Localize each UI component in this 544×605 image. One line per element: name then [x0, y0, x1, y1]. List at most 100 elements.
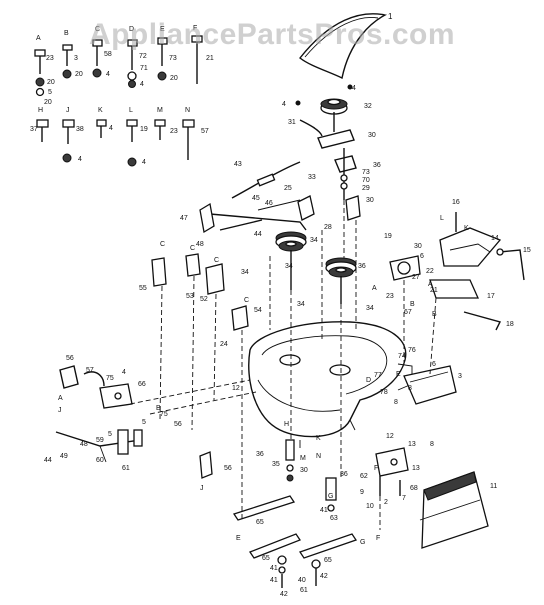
callout-6: 6	[420, 253, 424, 260]
callout-2: 2	[384, 499, 388, 506]
lift-linkage[interactable]	[209, 199, 307, 231]
callout-6-b: 6	[432, 361, 436, 368]
callout-4-d: 4	[78, 156, 82, 163]
letter-j-center: J	[200, 485, 204, 492]
callout-40: 40	[298, 577, 306, 584]
letter-a-left: A	[58, 395, 63, 402]
blade-right[interactable]	[298, 533, 358, 559]
bracket-54[interactable]	[231, 305, 249, 331]
blade-left[interactable]	[232, 495, 296, 521]
letter-a-right: A	[428, 281, 433, 288]
bolt-a[interactable]	[34, 49, 46, 74]
spindle-stack-right[interactable]	[325, 477, 337, 512]
callout-11: 11	[490, 483, 497, 490]
letter-c: C	[95, 26, 100, 33]
callout-21-a: 21	[206, 55, 214, 62]
callout-41-b: 41	[270, 565, 278, 572]
callout-23-b: 23	[170, 128, 178, 135]
letter-j-left: J	[58, 407, 62, 414]
callout-65-a: 65	[256, 519, 264, 526]
nut-20-a[interactable]	[35, 77, 45, 87]
callout-8-c: 8	[430, 441, 434, 448]
bolt-n[interactable]	[182, 119, 195, 160]
callout-53: 53	[186, 293, 194, 300]
discharge-deflector[interactable]	[403, 365, 457, 405]
letter-b-b: B	[432, 311, 437, 318]
front-hanger-right[interactable]	[375, 447, 409, 496]
idler-arm-right[interactable]	[389, 255, 421, 281]
callout-18: 18	[506, 321, 514, 328]
bracket-53[interactable]	[185, 253, 201, 277]
blade-bolt-stack[interactable]	[277, 555, 321, 588]
bracket-26[interactable]	[345, 195, 361, 221]
callout-73-b: 73	[362, 169, 370, 176]
front-shield[interactable]	[419, 471, 489, 549]
drive-belt[interactable]	[299, 13, 388, 80]
callout-4-h: 4	[122, 369, 126, 376]
bolt-l[interactable]	[126, 119, 138, 142]
callout-61-a: 61	[122, 465, 130, 472]
callout-34-c: 34	[297, 301, 305, 308]
hanger-bracket[interactable]	[429, 279, 480, 299]
blade-center[interactable]	[249, 533, 301, 559]
callout-56-a: 56	[66, 355, 74, 362]
nut-4-a[interactable]	[92, 68, 102, 78]
letter-a: A	[36, 35, 41, 42]
bolt-b[interactable]	[62, 44, 73, 66]
bolt-h[interactable]	[36, 119, 49, 142]
callout-4-e: 4	[142, 159, 146, 166]
letter-f-a: F	[376, 535, 380, 542]
idler-pulley-assembly[interactable]	[295, 84, 357, 200]
mower-deck-housing[interactable]	[248, 321, 413, 448]
bolt-k[interactable]	[96, 119, 107, 138]
bolt-f[interactable]	[191, 35, 203, 84]
bolt-e[interactable]	[157, 37, 168, 66]
bracket-47[interactable]	[199, 202, 215, 234]
nut-71[interactable]	[127, 71, 137, 81]
callout-65-b: 65	[262, 555, 270, 562]
nut-4-b[interactable]	[128, 80, 136, 88]
callout-48-b: 48	[80, 441, 88, 448]
callout-3-a: 3	[74, 55, 78, 62]
bracket-25[interactable]	[297, 195, 315, 221]
deck-support-rod[interactable]	[463, 311, 502, 331]
letter-n: N	[185, 107, 190, 114]
bolt-c[interactable]	[92, 39, 103, 66]
callout-78: 78	[380, 389, 388, 396]
deck-lift-cable[interactable]	[231, 161, 301, 199]
callout-57: 57	[201, 128, 209, 135]
bolt-d[interactable]	[127, 39, 138, 70]
spindle-stack-left[interactable]	[285, 439, 295, 482]
bolt-j[interactable]	[62, 119, 75, 144]
letter-n-a: N	[316, 453, 321, 460]
callout-31: 31	[288, 119, 296, 126]
anti-scalp-bracket[interactable]	[439, 212, 502, 267]
callout-55: 55	[139, 285, 147, 292]
bracket-55[interactable]	[151, 257, 167, 287]
callout-8-a: 8	[408, 385, 412, 392]
nut-20-c[interactable]	[157, 71, 167, 81]
nut-20-b[interactable]	[62, 69, 72, 79]
letter-b-c: B	[156, 405, 161, 412]
callout-73-a: 73	[169, 55, 177, 62]
callout-62: 62	[360, 473, 368, 480]
callout-46: 46	[265, 200, 273, 207]
spindle-pulley-right[interactable]	[325, 257, 357, 304]
callout-56-b: 56	[174, 421, 182, 428]
spindle-pulley-left[interactable]	[275, 231, 307, 290]
callout-49: 49	[60, 453, 68, 460]
rear-bracket-56[interactable]	[59, 365, 105, 389]
front-rod-assembly[interactable]	[55, 429, 143, 463]
callout-42-b: 42	[320, 573, 328, 580]
bolt-m[interactable]	[154, 119, 166, 140]
callout-3-b: 3	[458, 373, 462, 380]
bracket-56-center[interactable]	[199, 451, 213, 479]
nut-4-c[interactable]	[62, 153, 72, 163]
callout-1: 1	[388, 12, 393, 21]
wheel-axle-rod[interactable]	[496, 248, 525, 281]
washer-5[interactable]	[35, 87, 45, 97]
bracket-52[interactable]	[205, 263, 225, 295]
nut-4-d[interactable]	[127, 157, 137, 167]
callout-8-b: 8	[394, 399, 398, 406]
rear-hanger-66[interactable]	[99, 383, 133, 409]
